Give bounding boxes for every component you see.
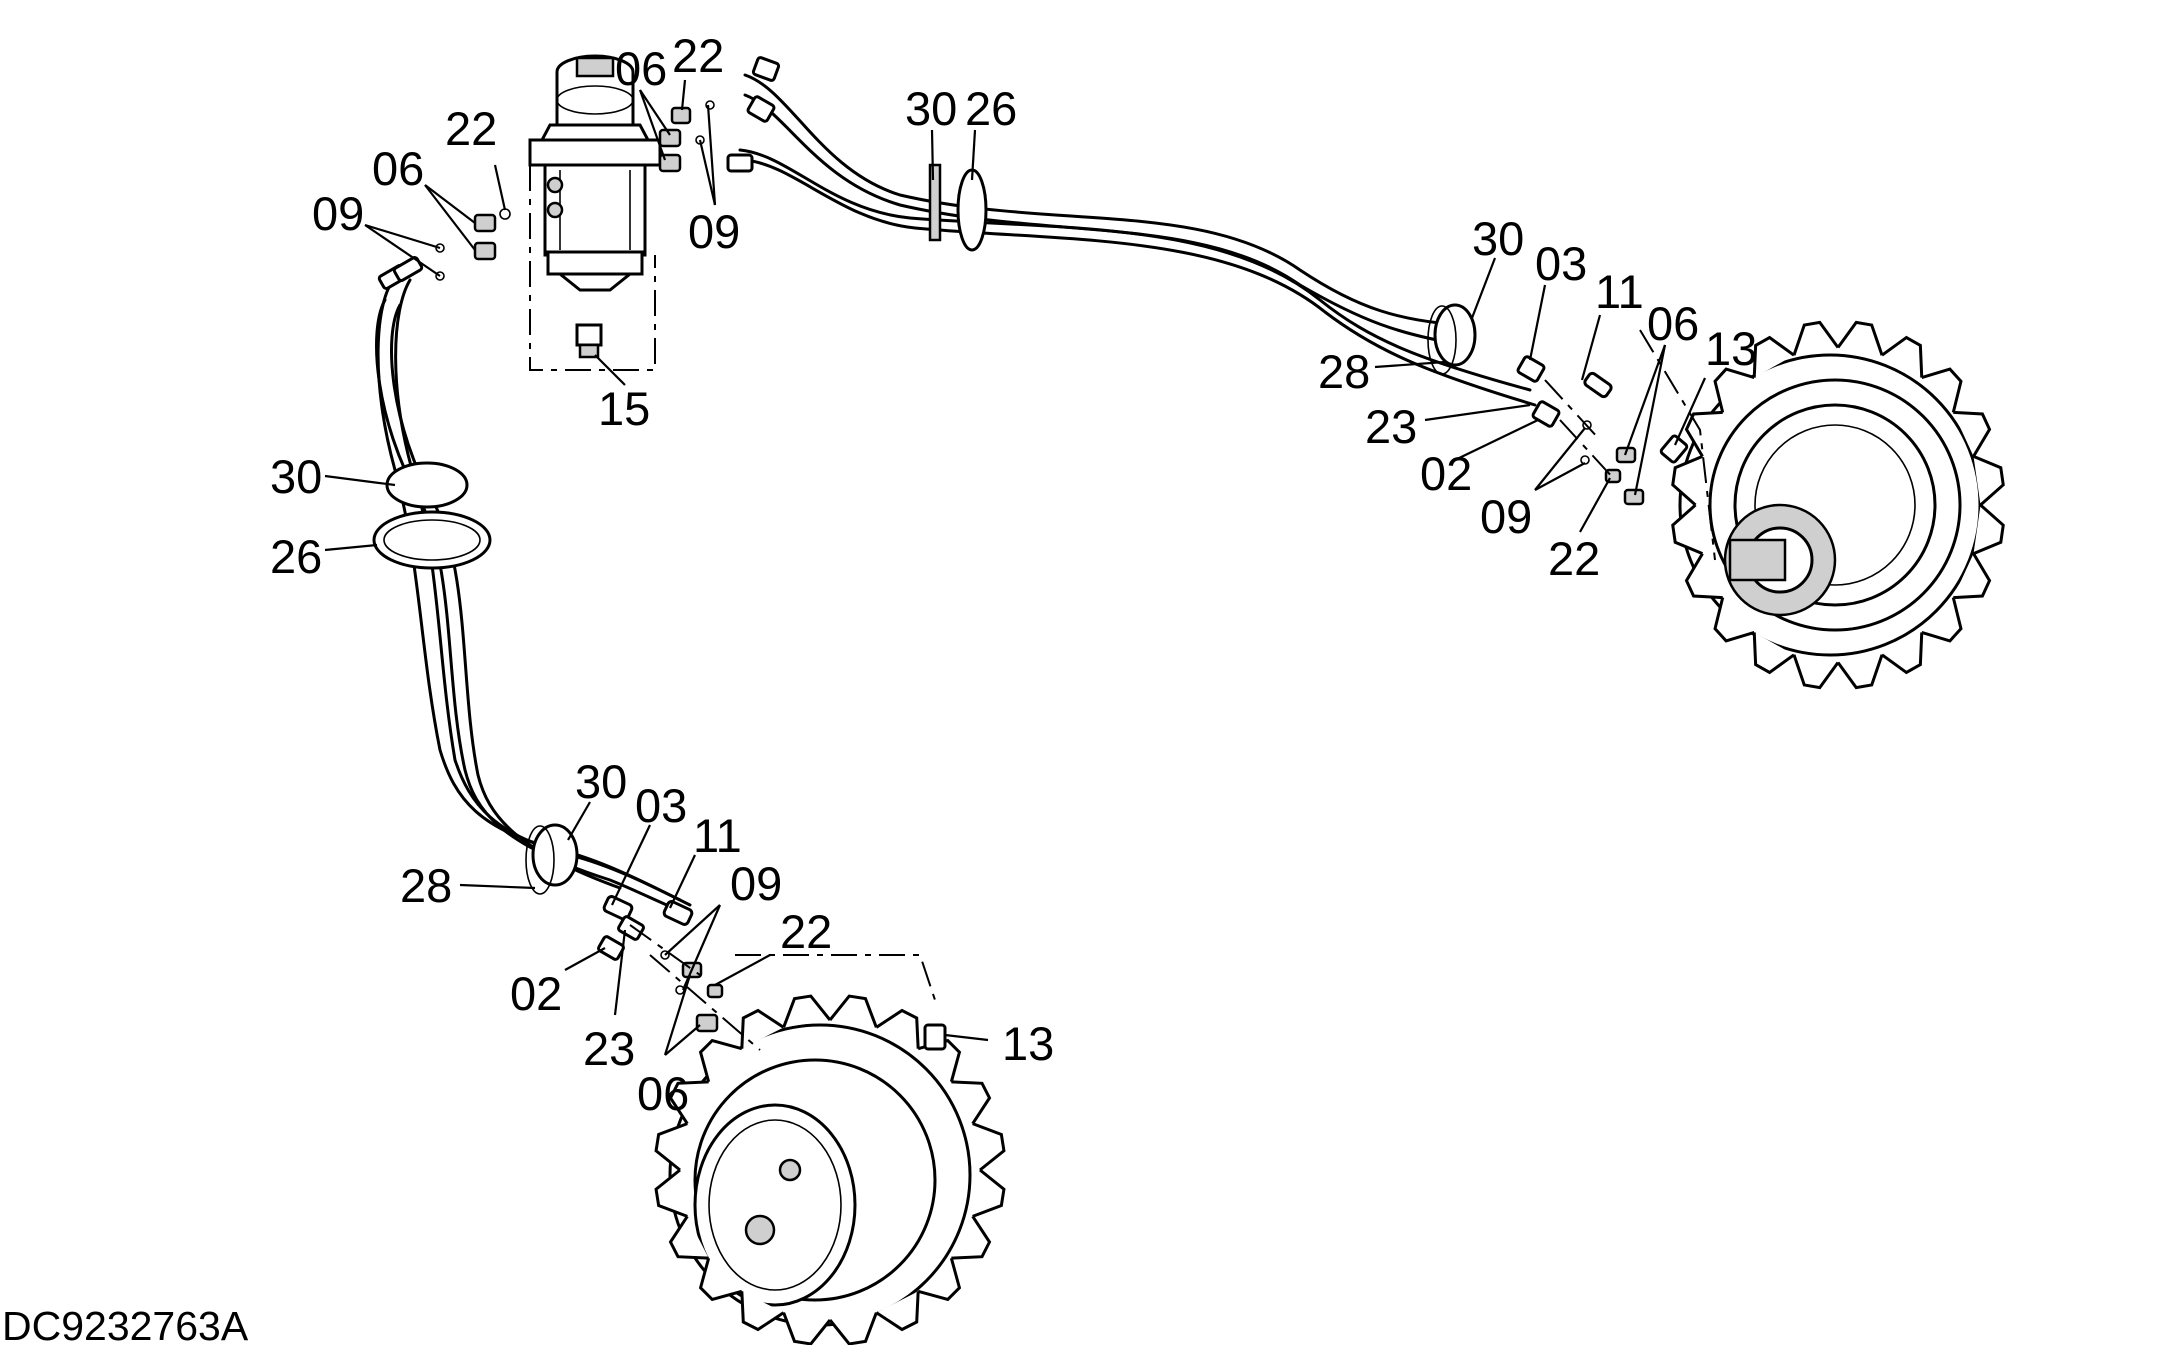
sprocket-tooth — [951, 1080, 992, 1125]
callout-09: 09 — [730, 857, 782, 910]
callout-09: 09 — [1480, 490, 1532, 543]
callout-28: 28 — [400, 859, 452, 912]
callout-22: 22 — [445, 102, 497, 155]
sprocket-tooth — [972, 1122, 1006, 1172]
callout-11: 11 — [693, 809, 742, 862]
callout-13: 13 — [1002, 1017, 1054, 1070]
callout-09: 09 — [312, 187, 364, 240]
callout-23: 23 — [1365, 400, 1417, 453]
callout-22: 22 — [1548, 532, 1600, 585]
sprocket-tooth — [1684, 552, 1723, 600]
sprocket-tooth — [698, 1257, 743, 1302]
sprocket-tooth — [740, 1008, 785, 1049]
sprocket-tooth — [1881, 632, 1924, 675]
sprocket-tooth — [740, 1291, 785, 1332]
sprocket-tooth — [1792, 654, 1840, 690]
callout-26: 26 — [965, 82, 1017, 135]
sprocket-tooth — [1972, 503, 2005, 556]
sprocket-tooth — [1953, 410, 1992, 458]
sprocket-tooth — [1836, 654, 1884, 690]
callout-06: 06 — [637, 1067, 689, 1120]
fitting-15 — [575, 323, 626, 386]
callout-06: 06 — [615, 42, 667, 95]
callout-30: 30 — [905, 82, 957, 135]
sprocket-tooth — [1953, 552, 1992, 600]
callout-13: 13 — [1705, 322, 1757, 375]
sprocket-tooth — [698, 1038, 743, 1083]
sprocket-tooth — [1836, 320, 1884, 356]
sprocket-tooth — [782, 1312, 832, 1345]
callout-03: 03 — [1535, 237, 1587, 290]
callout-30: 30 — [270, 450, 322, 503]
sprocket-tooth — [828, 1312, 878, 1345]
sprocket-tooth — [654, 1122, 688, 1172]
sprocket-tooth — [1881, 335, 1924, 378]
callout-22: 22 — [780, 905, 832, 958]
sprocket-tooth — [668, 1080, 709, 1125]
callout-30: 30 — [1472, 212, 1524, 265]
drawing-number: DC9232763A — [2, 1303, 249, 1345]
travel-motor-right — [1639, 320, 2005, 690]
callout-09: 09 — [688, 205, 740, 258]
sprocket-tooth — [668, 1215, 709, 1260]
callout-28: 28 — [1318, 345, 1370, 398]
travel-motor-bottom — [654, 954, 1006, 1345]
sprocket-tooth — [1671, 454, 1704, 507]
callout-02: 02 — [510, 967, 562, 1020]
sprocket-tooth — [1713, 597, 1755, 643]
right-fittings — [1516, 355, 1689, 506]
sprocket-tooth — [1792, 320, 1840, 356]
leader-lines — [324, 79, 1707, 1056]
sprocket-tooth — [1713, 367, 1755, 413]
callout-26: 26 — [270, 530, 322, 583]
sprocket-tooth — [782, 994, 832, 1028]
sprocket-tooth — [1972, 454, 2005, 507]
sprocket-tooth — [875, 1008, 920, 1049]
sprocket-tooth — [1921, 597, 1963, 643]
callout-23: 23 — [583, 1022, 635, 1075]
sprocket-tooth — [1921, 367, 1963, 413]
sprocket-tooth — [828, 994, 878, 1028]
swivel-fittings — [435, 100, 715, 281]
callout-22: 22 — [672, 29, 724, 82]
callout-06: 06 — [372, 142, 424, 195]
callout-15: 15 — [598, 382, 650, 435]
callout-11: 11 — [1595, 265, 1644, 318]
sprocket-tooth — [1752, 632, 1795, 675]
sprocket-tooth — [875, 1291, 920, 1332]
sprocket-teeth-right — [1671, 320, 2005, 690]
swivel-joint — [528, 54, 662, 371]
sprocket-teeth-bottom — [654, 994, 1006, 1345]
callout-02: 02 — [1420, 447, 1472, 500]
callout-06: 06 — [1647, 297, 1699, 350]
callout-30: 30 — [575, 755, 627, 808]
sprocket-tooth — [1671, 503, 1704, 556]
callout-labels: 06 22 22 06 09 09 15 30 26 30 26 30 03 1… — [270, 29, 1757, 1120]
sprocket-tooth — [951, 1215, 992, 1260]
sprocket-tooth — [654, 1168, 688, 1218]
sprocket-tooth — [972, 1168, 1006, 1218]
sprocket-tooth — [1752, 335, 1795, 378]
callout-03: 03 — [635, 779, 687, 832]
sprocket-tooth — [917, 1257, 962, 1302]
